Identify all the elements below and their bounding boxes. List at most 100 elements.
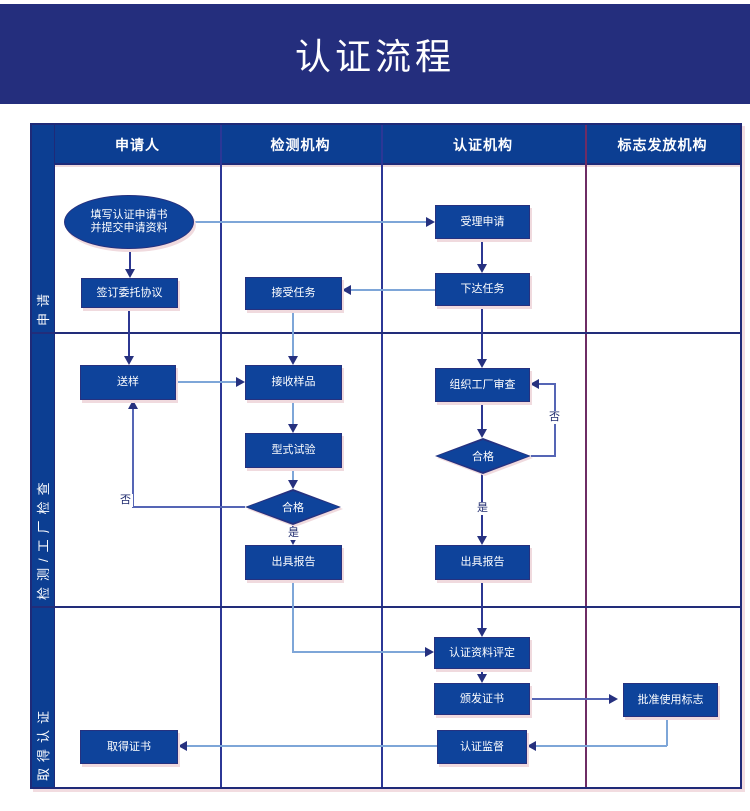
edge-acceptapp-to-assigntask-arrow [477,264,487,273]
node-review-qualified-decision: 合格 [435,438,531,474]
label-no-test: 否 [118,494,133,507]
edge-testqualified-yes-arrow [288,536,298,545]
node-label: 合格 [282,502,304,514]
node-label: 合格 [472,451,494,463]
node-apply-form-line2: 并提交申请资料 [90,222,168,234]
edge-applyform-to-signagreement-line [129,247,131,269]
node-material-evaluation: 认证资料评定 [434,637,530,669]
edge-applyform-to-acceptapp-line [194,221,426,223]
row-divider-1 [32,332,740,334]
edge-typetest-to-testqualified-line [292,468,294,480]
node-issue-certificate: 颁发证书 [434,683,530,715]
edge-signagreement-to-sendsample-line [128,308,130,356]
lane-divider-2 [381,125,383,787]
node-accept-task: 接受任务 [245,277,342,310]
node-cert-report: 出具报告 [435,545,530,580]
title-banner: 认证流程 [0,4,750,104]
node-label: 受理申请 [460,215,505,228]
edge-reviewqualified-no-line-h2 [539,383,556,385]
edge-reviewqualified-no-arrow [530,379,539,389]
edge-accepttask-to-receivesample-line [292,310,294,356]
edge-receivesample-to-typetest-arrow [288,424,298,433]
node-label: 批准使用标志 [637,693,704,706]
edge-testreport-to-evaluation-arrow [425,647,434,657]
edge-issuecert-to-approvemark-arrow [609,694,618,704]
row-divider-2 [32,606,740,608]
node-sign-agreement: 签订委托协议 [81,278,178,308]
edge-approvemark-to-supervision-line-v [666,717,668,746]
edge-approvemark-to-supervision-arrow [527,741,536,751]
node-label: 认证监督 [460,740,504,753]
lane-header-certification: 认证机构 [381,125,585,165]
lane-header-label: 检测机构 [270,137,331,153]
lane-divider-3 [585,125,587,787]
lane-header-label: 申请人 [115,137,160,153]
node-label: 送样 [117,376,139,388]
node-apply-form-line1: 填写认证申请书 [90,209,168,221]
node-label: 签订委托协议 [96,286,163,299]
label-yes-review: 是 [475,502,490,515]
lane-header-testing: 检测机构 [220,125,381,165]
node-receive-sample: 接收样品 [245,365,342,400]
label-yes-test: 是 [286,527,301,540]
page-title: 认证流程 [294,36,455,77]
edge-testqualified-no-arrow [128,400,138,409]
edge-reviewqualified-no-line-h1 [531,455,556,457]
node-factory-review: 组织工厂审查 [435,368,530,402]
row-label-application: 申请 [36,287,51,326]
edge-factoryreview-to-reviewqualified-arrow [477,429,487,438]
node-type-test: 型式试验 [245,433,342,468]
edge-evaluation-to-issuecert-line [481,669,483,675]
edge-testreport-to-evaluation-line-h [292,651,425,653]
node-assign-task: 下达任务 [435,273,530,306]
node-apply-form: 填写认证申请书 并提交申请资料 [64,195,194,249]
edge-applyform-to-acceptapp-arrow [426,217,435,227]
edge-testqualified-no-line-v [132,409,134,508]
flowchart-frame [30,123,742,789]
edge-factoryreview-to-reviewqualified-line [481,402,483,429]
node-approve-mark: 批准使用标志 [623,683,718,717]
edge-certreport-to-evaluation-line [481,580,483,628]
edge-evaluation-to-issuecert-arrow [477,674,487,683]
node-label: 出具报告 [460,556,505,568]
edge-sendsample-to-receivesample-arrow [236,377,245,387]
row-label-obtain: 取得认证 [36,704,51,781]
node-send-sample: 送样 [80,365,176,400]
label-no-review: 否 [547,411,562,424]
lane-header-mark-issuing: 标志发放机构 [585,125,740,165]
node-get-certificate: 取得证书 [80,730,178,764]
edge-supervision-to-getcert-arrow [178,741,187,751]
node-label: 取得证书 [107,740,151,753]
lane-header-band [55,125,740,165]
edge-supervision-to-getcert-line [187,745,437,747]
edge-typetest-to-testqualified-arrow [288,480,298,489]
edge-acceptapp-to-assigntask-line [481,239,483,264]
node-label: 颁发证书 [460,692,504,705]
edge-reviewqualified-yes-arrow [477,536,487,545]
edge-receivesample-to-typetest-line [292,400,294,424]
node-label: 组织工厂审查 [449,378,516,391]
lane-header-label: 认证机构 [453,137,513,153]
node-label: 接收样品 [271,376,316,388]
edge-issuecert-to-approvemark-line [530,698,609,700]
edge-testreport-to-evaluation-line-v [292,580,294,652]
node-label: 型式试验 [271,444,316,456]
edge-applyform-to-signagreement-arrow [125,269,135,278]
edge-assigntask-to-accepttask-arrow [342,285,351,295]
node-label: 认证资料评定 [449,646,515,659]
lane-header-applicant: 申请人 [55,125,220,165]
edge-sendsample-to-receivesample-line [176,381,236,383]
lane-header-label: 标志发放机构 [617,137,708,153]
node-cert-supervision: 认证监督 [437,730,527,764]
edge-assigntask-to-factoryreview-arrow [477,359,487,368]
edge-approvemark-to-supervision-line-h [536,745,667,747]
row-label-strip [32,125,55,787]
node-test-qualified-decision: 合格 [245,489,341,525]
lane-divider-1 [220,125,222,787]
node-label: 下达任务 [460,283,505,295]
node-accept-application: 受理申请 [435,205,530,239]
edge-assigntask-to-factoryreview-line [481,306,483,359]
edge-testqualified-no-line-h [133,506,245,508]
node-label: 出具报告 [271,556,316,568]
